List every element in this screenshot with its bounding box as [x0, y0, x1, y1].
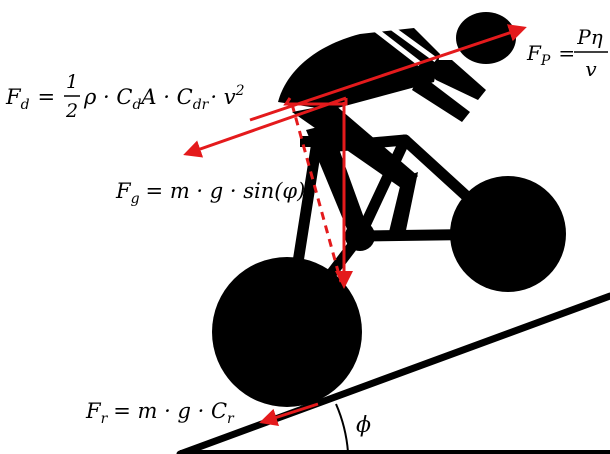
drag-fraction-denominator: 2 — [65, 100, 78, 122]
propulsion-equation: FP= — [526, 41, 575, 69]
jersey-stripes — [374, 25, 438, 66]
drag-fraction-numerator: 1 — [66, 71, 78, 93]
cyclist-silhouette — [212, 12, 566, 407]
angle-label: ϕ — [356, 413, 371, 438]
rolling-resistance-arrow — [259, 402, 319, 426]
force-arrows — [183, 24, 527, 426]
propulsion-denominator: v — [585, 57, 597, 81]
equations: FP= Pη v Fd= 1 2 ρ · CdA · Cdr· v2 Fg= m… — [5, 25, 608, 438]
drag-equation-lhs: Fd= — [5, 85, 55, 113]
drag-reference-line — [283, 97, 348, 106]
incline-line — [176, 292, 610, 454]
drag-arrow — [183, 96, 347, 158]
propulsion-numerator: Pη — [576, 25, 602, 49]
angle-arc — [335, 403, 349, 453]
rolling-resistance-equation: Fr= m · g · Cr — [85, 399, 235, 427]
drag-equation-rhs: ρ · CdA · Cdr· v2 — [83, 83, 245, 113]
gravity-component-dashed — [290, 103, 343, 283]
slope — [176, 292, 610, 454]
rider-head — [456, 12, 516, 64]
gravity-equation: Fg= m · g · sin(φ) — [115, 179, 305, 207]
